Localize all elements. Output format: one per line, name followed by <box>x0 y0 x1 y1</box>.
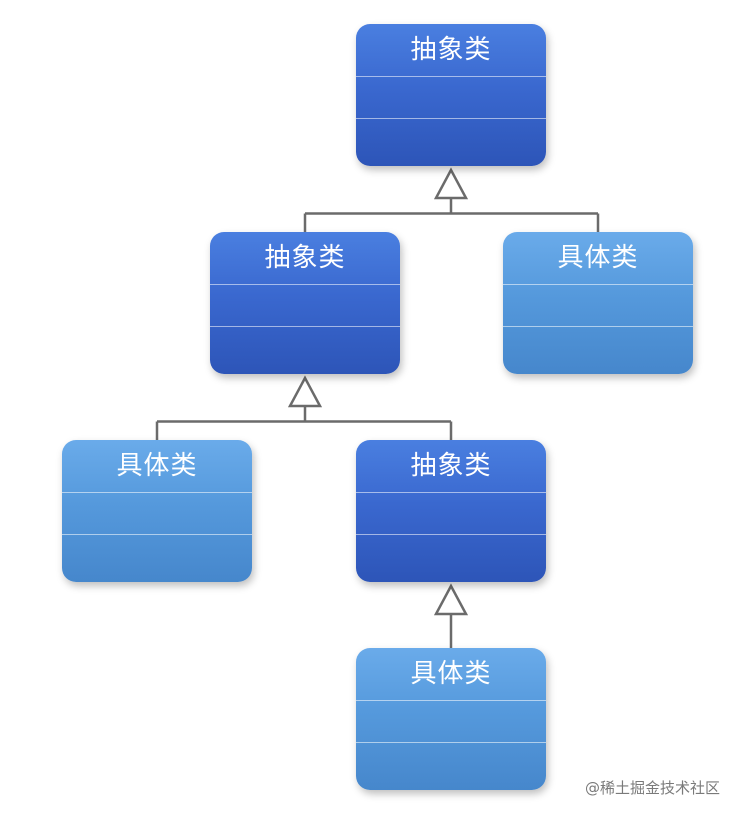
inheritance-arrow-head <box>433 583 469 616</box>
class-box-abstract-1: 抽象类 <box>356 24 546 166</box>
class-name: 具体类 <box>557 243 639 273</box>
class-box-concrete-1: 具体类 <box>503 232 693 374</box>
class-name: 抽象类 <box>410 35 492 65</box>
attributes-divider <box>356 700 546 701</box>
inheritance-arrow-head <box>433 167 469 200</box>
class-box-concrete-3: 具体类 <box>356 648 546 790</box>
class-box-abstract-3: 抽象类 <box>356 440 546 582</box>
class-name: 具体类 <box>116 451 198 481</box>
class-box-abstract-2: 抽象类 <box>210 232 400 374</box>
methods-divider <box>62 534 252 535</box>
attributes-divider <box>210 284 400 285</box>
class-box-concrete-2: 具体类 <box>62 440 252 582</box>
attributes-divider <box>62 492 252 493</box>
watermark: @稀土掘金技术社区 <box>584 779 720 797</box>
methods-divider <box>356 742 546 743</box>
class-name: 抽象类 <box>410 451 492 481</box>
inheritance-arrow-head <box>287 375 323 408</box>
methods-divider <box>210 326 400 327</box>
class-name: 具体类 <box>410 659 492 689</box>
methods-divider <box>356 118 546 119</box>
class-name: 抽象类 <box>264 243 346 273</box>
methods-divider <box>356 534 546 535</box>
attributes-divider <box>356 492 546 493</box>
attributes-divider <box>356 76 546 77</box>
attributes-divider <box>503 284 693 285</box>
methods-divider <box>503 326 693 327</box>
